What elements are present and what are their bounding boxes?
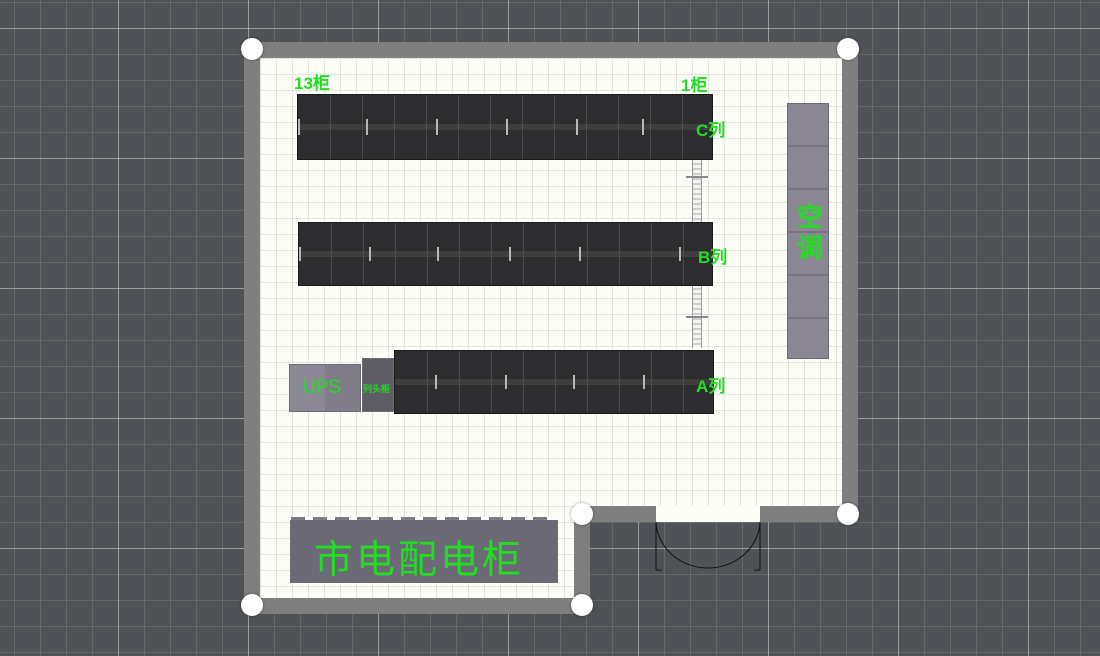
- row-a-label: A列: [696, 377, 726, 396]
- cabinet[interactable]: [458, 95, 491, 159]
- cabinet[interactable]: [491, 223, 524, 285]
- head-cabinet-label: 列头柜: [363, 384, 391, 394]
- wall-bottom: [244, 598, 590, 614]
- air-conditioner[interactable]: [787, 103, 829, 359]
- cabinet[interactable]: [395, 351, 428, 413]
- cabinet[interactable]: [331, 223, 364, 285]
- cabinet[interactable]: [522, 95, 555, 159]
- cabinet[interactable]: [683, 351, 713, 413]
- cabinet[interactable]: [363, 223, 396, 285]
- cabinet[interactable]: [491, 351, 524, 413]
- cabinet-1-label: 1柜: [681, 76, 708, 95]
- cabinet[interactable]: [490, 95, 523, 159]
- mains-cabinet-top-edge: [291, 517, 554, 521]
- cabinet[interactable]: [330, 95, 363, 159]
- cabinet[interactable]: [426, 95, 459, 159]
- cabinet[interactable]: [394, 95, 427, 159]
- cabinet[interactable]: [651, 223, 684, 285]
- head-cabinet[interactable]: [362, 358, 394, 412]
- mains-power-label: 市电配电柜: [314, 539, 525, 582]
- cabinet[interactable]: [555, 351, 588, 413]
- ups-label: UPS: [302, 377, 342, 398]
- cabinet-row-a[interactable]: [394, 350, 714, 414]
- cabinet[interactable]: [650, 95, 683, 159]
- corner-node-icon[interactable]: [571, 594, 593, 616]
- corner-node-icon[interactable]: [241, 594, 263, 616]
- cabinet[interactable]: [362, 95, 395, 159]
- wall-inner-horizontal-left: [574, 506, 656, 522]
- cabinet[interactable]: [619, 223, 652, 285]
- cabinet[interactable]: [299, 223, 332, 285]
- ladder-bracket: [686, 316, 708, 318]
- corner-node-icon[interactable]: [837, 38, 859, 60]
- mains-power-cabinet[interactable]: [290, 520, 558, 583]
- cabinet[interactable]: [298, 95, 331, 159]
- cabinet[interactable]: [683, 223, 712, 285]
- cabinet[interactable]: [523, 223, 556, 285]
- cabinet-13-label: 13柜: [294, 74, 330, 93]
- wall-inner-vertical: [574, 506, 590, 614]
- corner-node-icon[interactable]: [571, 503, 593, 525]
- cabinet[interactable]: [554, 95, 587, 159]
- wall-right: [842, 42, 858, 522]
- door-opening: [656, 506, 760, 522]
- cabinet[interactable]: [555, 223, 588, 285]
- corner-node-icon[interactable]: [837, 503, 859, 525]
- cabinet[interactable]: [523, 351, 556, 413]
- row-c-label: C列: [696, 121, 726, 140]
- cabinet[interactable]: [459, 351, 492, 413]
- cabinet[interactable]: [651, 351, 684, 413]
- door-icon[interactable]: [650, 520, 766, 574]
- wall-inner-horizontal-right: [760, 506, 858, 522]
- cabinet[interactable]: [586, 95, 619, 159]
- cabinet[interactable]: [619, 351, 652, 413]
- cabinet[interactable]: [587, 351, 620, 413]
- cabinet[interactable]: [395, 223, 428, 285]
- ladder-bracket: [686, 176, 708, 178]
- cabinet[interactable]: [618, 95, 651, 159]
- ups-cabinet[interactable]: [289, 364, 361, 412]
- cabinet[interactable]: [459, 223, 492, 285]
- wall-top: [244, 42, 858, 58]
- cabinet[interactable]: [587, 223, 620, 285]
- wall-left: [244, 42, 260, 614]
- cabinet-row-b[interactable]: [298, 222, 713, 286]
- cabinet-row-c[interactable]: [297, 94, 713, 160]
- corner-node-icon[interactable]: [241, 38, 263, 60]
- cabinet[interactable]: [682, 95, 712, 159]
- cabinet[interactable]: [427, 223, 460, 285]
- air-conditioner-label: 空调: [796, 202, 823, 263]
- row-b-label: B列: [698, 248, 728, 267]
- cabinet[interactable]: [427, 351, 460, 413]
